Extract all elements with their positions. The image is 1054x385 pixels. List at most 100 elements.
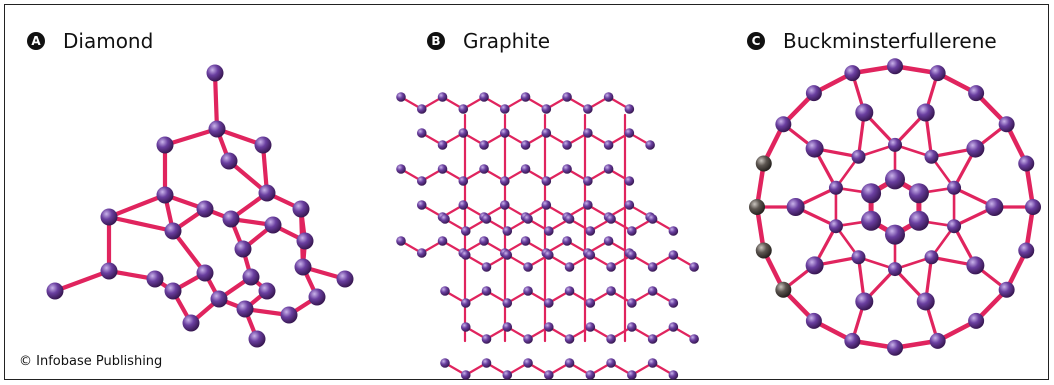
diamond-bond <box>162 126 220 148</box>
graphite-atom <box>606 262 616 272</box>
graphite-atom <box>647 286 658 296</box>
fullerene-atom <box>968 85 985 102</box>
diamond-atom <box>196 200 214 218</box>
graphite-atom <box>564 262 575 272</box>
graphite-atom <box>523 334 533 344</box>
graphite-atom <box>520 164 531 174</box>
panel-b-badge: B <box>427 32 445 50</box>
graphite-atom <box>523 214 533 224</box>
graphite-atom <box>647 334 658 344</box>
graphite-atom <box>668 322 679 332</box>
fullerene-gray-atom <box>775 281 792 298</box>
graphite-atom <box>585 322 596 332</box>
fullerene-atom <box>929 65 946 82</box>
graphite-atom <box>500 176 510 186</box>
graphite-atom <box>502 226 513 236</box>
fullerene-atom <box>998 281 1015 298</box>
fullerene-gray-atom <box>755 155 772 172</box>
fullerene-atom <box>805 256 824 275</box>
fullerene-atom <box>861 210 882 231</box>
fullerene-atom <box>947 180 962 195</box>
graphite-atom <box>500 200 510 210</box>
graphite-atom <box>502 250 513 260</box>
diamond-atom <box>222 210 240 228</box>
fullerene-atom <box>885 224 905 245</box>
diamond-atom <box>164 222 182 240</box>
graphite-structure <box>396 92 699 380</box>
fullerene-atom <box>828 180 843 195</box>
graphite-atom <box>603 140 614 150</box>
panel-a-badge: A <box>27 32 45 50</box>
diamond-atom <box>210 290 228 308</box>
graphite-atom <box>562 140 572 150</box>
graphite-atom <box>585 226 596 236</box>
diamond-atom <box>308 288 326 306</box>
graphite-atom <box>647 262 658 272</box>
graphite-atom <box>502 322 513 332</box>
graphite-atom <box>416 176 427 186</box>
graphite-atom <box>396 92 406 102</box>
graphite-atom <box>562 92 572 102</box>
graphite-atom <box>562 236 572 246</box>
graphite-atom <box>544 370 554 380</box>
graphite-atom <box>502 298 513 308</box>
panel-a-label: A Diamond <box>27 29 153 53</box>
graphite-atom <box>458 128 469 138</box>
fullerene-atom <box>861 183 882 204</box>
graphite-atom <box>668 298 679 308</box>
graphite-atom <box>416 248 427 258</box>
graphite-atom <box>564 358 575 368</box>
graphite-atom <box>481 262 492 272</box>
fullerene-atom <box>887 58 903 75</box>
diamond-atom <box>220 152 238 170</box>
graphite-atom <box>541 200 552 210</box>
graphite-atom <box>440 358 450 368</box>
fullerene-gray-atom <box>755 242 772 259</box>
diamond-atom <box>234 240 252 258</box>
diamond-atom <box>248 330 266 348</box>
graphite-atom <box>460 226 471 236</box>
graphite-atom <box>541 176 552 186</box>
fullerene-atom <box>1018 242 1035 259</box>
diamond-atom <box>164 282 182 300</box>
figure-frame: A Diamond B Graphite C Buckminsterfuller… <box>4 4 1049 380</box>
graphite-atom <box>458 176 469 186</box>
graphite-atom <box>437 92 448 102</box>
credit-text: © Infobase Publishing <box>19 354 163 369</box>
diamond-structure <box>46 64 354 348</box>
diamond-atom <box>280 306 298 324</box>
graphite-atom <box>624 104 635 114</box>
fullerene-atom <box>924 250 939 265</box>
graphite-atom <box>645 140 655 150</box>
graphite-atom <box>603 236 614 246</box>
panel-b-title: Graphite <box>463 29 551 53</box>
graphite-atom <box>460 250 471 260</box>
fullerene-atom <box>916 103 935 122</box>
graphite-atom <box>481 286 492 296</box>
panel-c-label: C Buckminsterfullerene <box>747 29 997 53</box>
fullerene-atom <box>985 198 1004 216</box>
graphite-atom <box>606 214 616 224</box>
graphite-atom <box>437 164 448 174</box>
graphite-atom <box>603 92 614 102</box>
fullerene-atom <box>851 149 866 164</box>
fullerene-atom <box>947 219 962 234</box>
fullerene-atom <box>966 256 985 275</box>
graphite-atom <box>500 128 510 138</box>
fullerene-atom <box>998 116 1015 133</box>
graphite-atom <box>416 128 427 138</box>
graphite-atom <box>458 200 469 210</box>
diamond-atom <box>208 120 226 138</box>
graphite-atom <box>437 140 448 150</box>
graphite-atom <box>564 286 575 296</box>
fullerene-atom <box>929 332 946 349</box>
panel-a-title: Diamond <box>63 29 154 53</box>
diamond-atom <box>242 268 260 286</box>
panel-c-title: Buckminsterfullerene <box>783 29 997 53</box>
panel-c-badge: C <box>747 32 765 50</box>
fullerene-atom <box>855 103 874 122</box>
graphite-atom <box>544 226 554 236</box>
graphite-atom <box>627 250 637 260</box>
fullerene-atom <box>828 219 843 234</box>
graphite-atom <box>460 322 471 332</box>
